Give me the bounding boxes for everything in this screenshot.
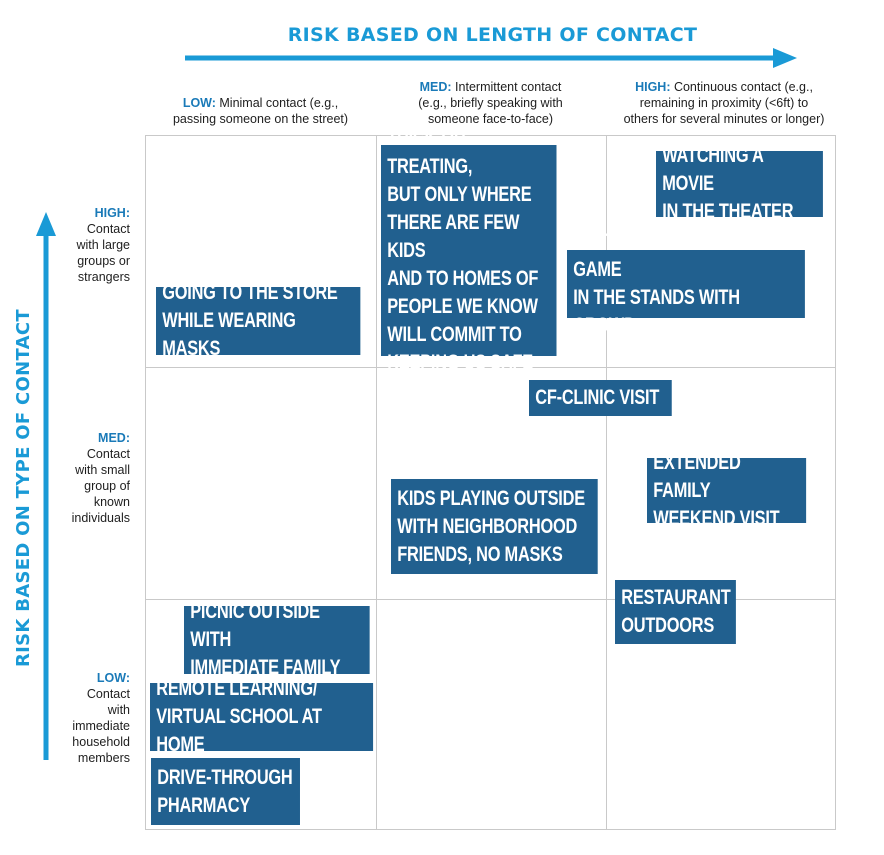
activity-football-game: WATCHING FOOTBALL GAME IN THE STANDS WIT…	[567, 230, 805, 337]
column-header-med: MED: Intermittent contact (e.g., briefly…	[378, 79, 603, 127]
grid-divider-horizontal-1	[145, 367, 836, 368]
row-level-high: HIGH:	[94, 206, 130, 220]
column-level-high: HIGH:	[635, 80, 671, 94]
grid-divider-horizontal-2	[145, 599, 836, 600]
activity-drive-through: DRIVE-THROUGH PHARMACY	[151, 758, 300, 825]
column-desc-high: Continuous contact (e.g., remaining in p…	[623, 80, 825, 126]
x-axis-title: RISK BASED ON LENGTH OF CONTACT	[287, 24, 698, 46]
activity-restaurant: RESTAURANT OUTDOORS	[615, 580, 736, 644]
activity-remote-learning: REMOTE LEARNING/ VIRTUAL SCHOOL AT HOME	[150, 677, 374, 756]
column-header-high: HIGH: Continuous contact (e.g., remainin…	[600, 79, 848, 127]
activity-movie-theater: WATCHING A MOVIE IN THE THEATER	[656, 144, 823, 223]
risk-grid	[145, 135, 836, 830]
row-header-med: MED: Contact with small group of known i…	[30, 430, 130, 526]
activity-extended-family: EXTENDED FAMILY WEEKEND VISIT	[647, 451, 807, 530]
row-desc-med: Contact with small group of known indivi…	[71, 447, 130, 525]
column-level-med: MED:	[419, 80, 452, 94]
grid-divider-vertical-1	[376, 135, 377, 830]
column-level-low: LOW:	[182, 96, 216, 110]
row-desc-high: Contact with large groups or strangers	[76, 222, 131, 284]
row-desc-low: Contact with immediate household members	[72, 687, 130, 765]
grid-divider-vertical-2	[606, 135, 607, 830]
activity-store-masks: GOING TO THE STORE WHILE WEARING MASKS	[156, 281, 361, 360]
activity-kids-playing: KIDS PLAYING OUTSIDE WITH NEIGHBORHOOD F…	[391, 479, 598, 574]
column-desc-med: Intermittent contact (e.g., briefly spea…	[418, 80, 563, 126]
y-axis-arrow	[36, 212, 56, 760]
activity-picnic: PICNIC OUTSIDE WITH IMMEDIATE FAMILY	[184, 600, 370, 679]
activity-cf-clinic: CF-CLINIC VISIT	[529, 380, 672, 416]
row-level-low: LOW:	[96, 671, 130, 685]
x-axis-arrow	[185, 48, 797, 68]
column-desc-low: Minimal contact (e.g., passing someone o…	[172, 96, 349, 126]
column-header-low: LOW: Minimal contact (e.g., passing some…	[148, 95, 373, 127]
row-level-med: MED:	[98, 431, 130, 445]
activity-trick-or-treating: TRICK-OR-TREATING, BUT ONLY WHERE THERE …	[381, 127, 557, 374]
row-header-low: LOW: Contact with immediate household me…	[30, 670, 130, 766]
row-header-high: HIGH: Contact with large groups or stran…	[30, 205, 131, 285]
